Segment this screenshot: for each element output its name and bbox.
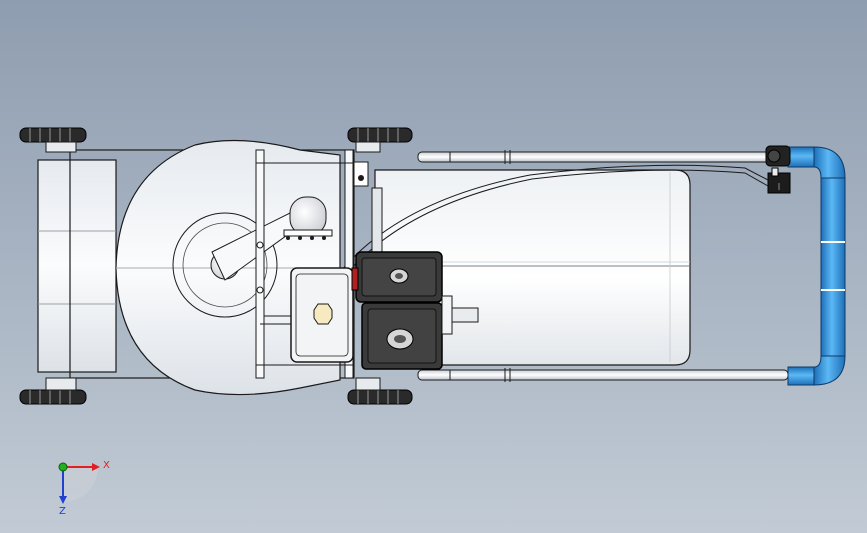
handle-assembly	[417, 145, 846, 386]
wheel-rear-top	[19, 127, 87, 153]
wheel-front-top	[347, 127, 413, 153]
x-axis-label: X	[103, 460, 110, 471]
x-axis-arrow	[92, 463, 100, 471]
wheels	[19, 127, 413, 405]
z-axis-arrow	[59, 496, 67, 504]
y-axis-dot	[58, 462, 68, 472]
orientation-triad: X Z	[58, 460, 110, 517]
wheel-rear-bottom	[19, 377, 87, 405]
z-axis-label: Z	[59, 506, 66, 517]
engine	[260, 251, 479, 370]
wheel-front-bottom	[347, 377, 413, 405]
